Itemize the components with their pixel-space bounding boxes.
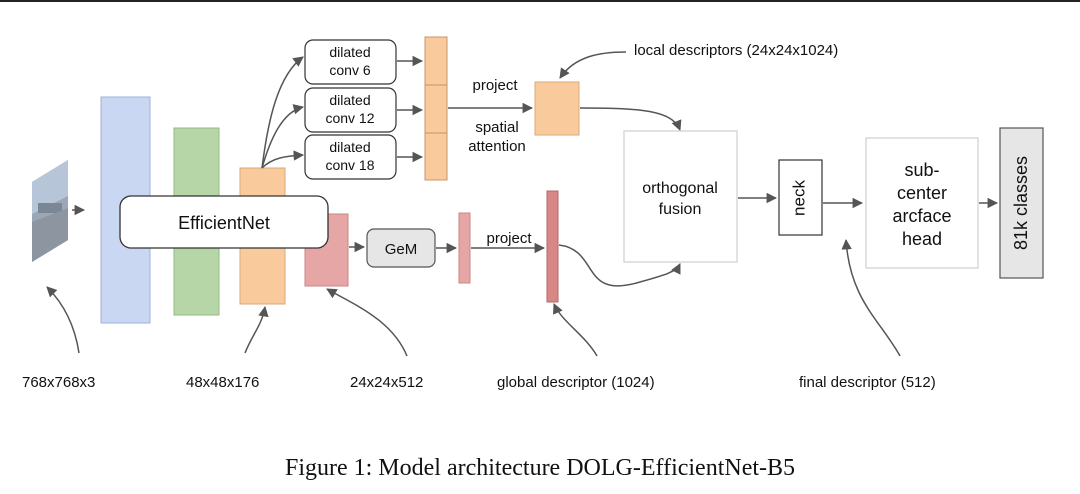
dilated-conv-18-line1: dilated	[329, 139, 370, 155]
pooled-vector	[458, 212, 471, 284]
global-descriptor-vector	[546, 190, 559, 303]
dilated-conv-18-line2: conv 18	[325, 157, 374, 173]
concat-feature-column	[424, 36, 448, 181]
spatial-label: spatial	[475, 119, 518, 136]
head-line2: center	[897, 183, 947, 203]
dilated-conv-12-line2: conv 12	[325, 110, 374, 126]
attention-label: attention	[468, 138, 526, 155]
pointer-final-descriptor	[841, 238, 901, 357]
arrow-global-to-fusion	[558, 244, 681, 287]
local-descriptor-box	[534, 81, 580, 136]
classes-label: 81k classes	[1011, 156, 1031, 250]
head-line3: arcface	[892, 206, 951, 226]
classes-box	[999, 127, 1044, 279]
arrow-local-to-fusion	[579, 107, 682, 131]
efficientnet-box	[119, 195, 329, 249]
head-line1: sub-	[904, 160, 939, 180]
pointer-feature-24	[326, 288, 408, 357]
head-line4: head	[902, 229, 942, 249]
feature-48-label: 48x48x176	[186, 374, 259, 391]
gem-label: GeM	[385, 241, 418, 258]
orthogonal-label: orthogonal	[642, 180, 718, 197]
arrow-local-descriptors-label	[559, 51, 627, 79]
fusion-label: fusion	[659, 201, 702, 218]
dilated-conv-12-line1: dilated	[329, 92, 370, 108]
gem-box	[366, 228, 436, 268]
dilated-conv-6-line1: dilated	[329, 44, 370, 60]
arrow-to-dilated-18	[261, 150, 305, 169]
project-label-top: project	[472, 77, 518, 94]
feature-24-label: 24x24x512	[350, 374, 423, 391]
pointer-global-descriptor	[553, 303, 598, 357]
figure-caption: Figure 1: Model architecture DOLG-Effici…	[285, 455, 795, 481]
efficientnet-label: EfficientNet	[178, 213, 270, 233]
pointer-feature-48	[244, 305, 269, 354]
arcface-head-box	[865, 137, 979, 269]
neck-label: neck	[789, 180, 808, 216]
top-rule	[0, 0, 1080, 2]
local-descriptors-label: local descriptors (24x24x1024)	[634, 42, 838, 59]
project-label-bottom: project	[486, 230, 532, 247]
pointer-input-size	[46, 286, 80, 354]
dilated-conv-12-box: dilated conv 12	[304, 87, 397, 133]
dilated-conv-6-box: dilated conv 6	[304, 39, 397, 85]
arrow-to-dilated-12	[261, 104, 305, 169]
input-image	[32, 160, 68, 262]
dilated-conv-18-box: dilated conv 18	[304, 134, 397, 180]
dilated-conv-6-line2: conv 6	[329, 62, 370, 78]
input-size-label: 768x768x3	[22, 374, 95, 391]
arrow-to-dilated-6	[261, 56, 304, 169]
final-descriptor-label: final descriptor (512)	[799, 374, 936, 391]
orthogonal-fusion-box	[623, 130, 738, 263]
global-descriptor-label: global descriptor (1024)	[497, 374, 655, 391]
neck-box	[778, 159, 823, 236]
